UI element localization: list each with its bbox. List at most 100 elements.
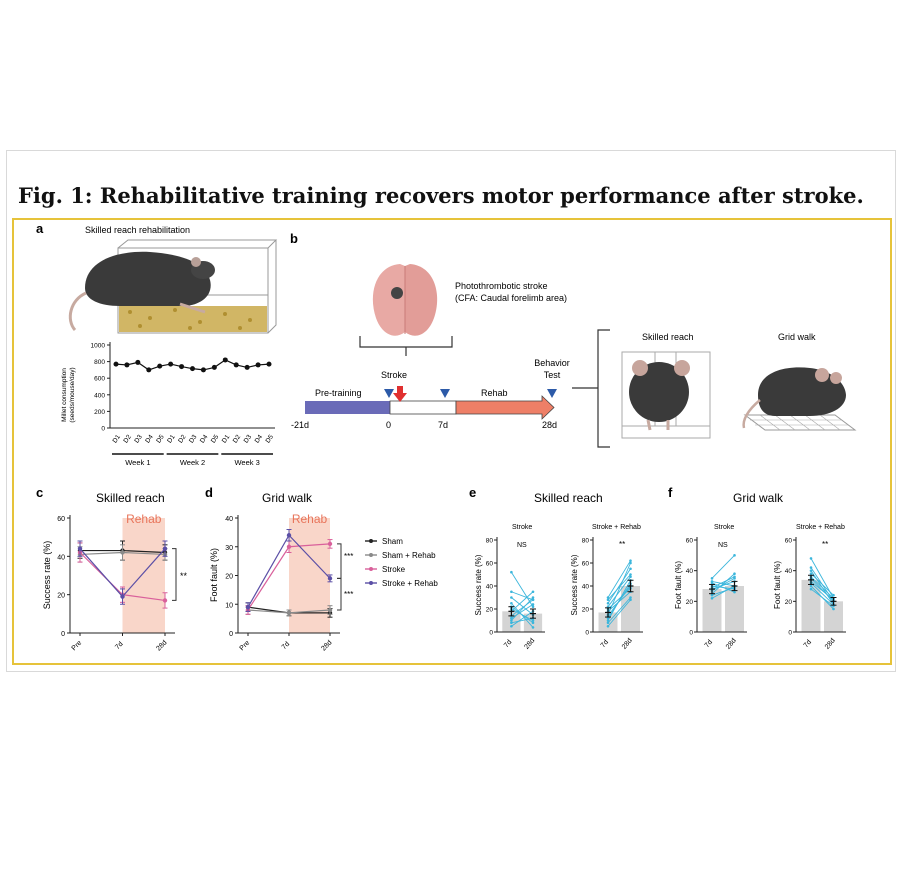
d-chart-ytick-label: 10: [225, 602, 233, 609]
chart-a-point: [244, 364, 250, 370]
chart-a-xtick-label: D2: [122, 433, 133, 444]
f1-chart-paired-point: [710, 577, 714, 580]
chart-a-point: [266, 361, 272, 367]
f2-chart-paired-line: [810, 567, 834, 602]
e2-chart-paired-point: [629, 596, 632, 599]
e2-chart-paired-point: [629, 573, 632, 576]
f2-chart-xtick-label: 7d: [803, 639, 813, 650]
e2-chart-paired-line: [607, 560, 631, 598]
panel-e-subtitle-1: Stroke: [512, 524, 532, 531]
chart-a-week-label: Week 2: [180, 458, 205, 467]
d-chart-point: [327, 541, 333, 547]
panel-e-ylabel-1: Success rate (%): [474, 554, 483, 615]
e2-chart-paired-point: [606, 601, 610, 605]
e1-chart-paired-point: [531, 619, 535, 622]
e2-chart-paired-point: [629, 567, 632, 571]
chart-a-xtick-label: D1: [221, 433, 232, 444]
f1-chart-paired-line: [711, 587, 735, 596]
marker-triangle-7d: [440, 389, 450, 398]
e1-chart-paired-point: [531, 621, 535, 625]
timeline-tick-28d: 28d: [542, 420, 557, 430]
chart-a-week-label: Week 3: [234, 458, 259, 467]
chart-a-xtick-label: D2: [232, 433, 243, 444]
f1-chart-paired-line: [711, 582, 735, 593]
timeline-tick-0: 0: [386, 420, 391, 430]
e1-chart-xtick-label: 28d: [523, 637, 536, 651]
chart-a-ylabel-line2: (seeds/mouse/day): [69, 367, 76, 422]
e1-chart-paired-point: [531, 590, 535, 594]
f1-chart-paired-point: [733, 572, 736, 576]
c-chart-point: [77, 546, 83, 551]
f2-chart-paired-line: [810, 581, 834, 601]
c-chart-point: [162, 546, 168, 551]
grid-walk-mouse-illustration: [742, 367, 857, 431]
f2-chart-paired-line: [810, 578, 834, 602]
c-chart-ytick-label: 40: [57, 554, 65, 561]
chart-a-point: [233, 362, 239, 368]
f1-chart-paired-line: [711, 580, 735, 590]
chart-a-xtick-label: D5: [155, 433, 166, 444]
panel-f-significance-2: **: [822, 540, 828, 549]
chart-a-ytick-label: 0: [101, 426, 105, 433]
f1-chart-bar: [702, 589, 722, 632]
panel-e-significance-2: **: [619, 540, 625, 549]
c-chart-point: [120, 594, 125, 599]
e2-chart-paired-point: [606, 596, 610, 599]
e2-chart-paired-point: [606, 621, 610, 625]
chart-a-point: [135, 359, 141, 365]
rehab-label: Rehab: [481, 388, 508, 398]
panel-f: f Grid walk Stroke Stroke + Rehab Foot f…: [668, 485, 846, 651]
e1-chart-paired-point: [510, 619, 513, 622]
f2-chart-paired-point: [809, 566, 813, 569]
legend-marker: [369, 581, 373, 585]
f2-chart-paired-point: [832, 593, 835, 597]
e1-chart-paired-point: [531, 626, 535, 629]
chart-d-significance-bracket-1: [337, 543, 342, 579]
d-chart-ytick-label: 0: [229, 631, 233, 638]
stroke-description-line1: Photothrombotic stroke: [455, 281, 548, 291]
chart-a-xtick-label: D5: [265, 433, 276, 444]
d-chart-rehab-label: Rehab: [292, 512, 328, 526]
f2-chart-ytick-label: 40: [785, 568, 793, 575]
e2-chart-paired-point: [606, 616, 610, 620]
d-chart-ytick-label: 40: [225, 516, 233, 523]
e1-chart-paired-point: [510, 624, 513, 628]
chart-a-point: [157, 363, 163, 369]
panel-d-significance-1: ***: [344, 552, 353, 561]
f2-chart-paired-point: [832, 607, 835, 611]
stroke-arrow-icon: [393, 386, 407, 402]
e1-chart-ytick-label: 40: [486, 584, 494, 591]
d-chart-point: [327, 607, 333, 613]
chart-a-ytick-label: 600: [94, 376, 105, 383]
chart-a-point: [190, 366, 195, 372]
c-chart-ytick-label: 0: [61, 631, 65, 638]
d-chart-point: [327, 576, 333, 581]
chart-c-significance-bracket: [172, 548, 177, 601]
e2-chart-paired-point: [629, 559, 632, 562]
e1-chart-paired-point: [531, 605, 535, 608]
panel-c-title: Skilled reach: [96, 491, 165, 505]
f1-chart-paired-point: [710, 596, 714, 600]
f1-chart-paired-point: [710, 580, 714, 583]
panel-e-title: Skilled reach: [534, 491, 603, 505]
c-chart-point: [120, 550, 125, 555]
f1-chart-paired-line: [711, 577, 735, 591]
legend-marker: [369, 553, 373, 557]
chart-a-point: [255, 362, 261, 368]
f2-chart-paired-point: [809, 572, 813, 576]
chart-a-ytick-label: 200: [94, 409, 105, 416]
e1-chart-paired-point: [531, 596, 535, 599]
panel-d-title: Grid walk: [262, 491, 313, 505]
c-chart-rehab-label: Rehab: [126, 512, 162, 526]
legend-marker: [369, 567, 373, 571]
panel-c-significance: **: [180, 571, 188, 581]
f1-chart-xtick-label: 7d: [704, 639, 714, 650]
panel-e-significance-1: NS: [517, 542, 527, 549]
c-chart-xtick-label: 7d: [114, 641, 125, 652]
d-chart-point: [286, 544, 292, 549]
e2-chart-paired-point: [606, 624, 610, 628]
legend-label: Sham + Rehab: [382, 551, 436, 560]
